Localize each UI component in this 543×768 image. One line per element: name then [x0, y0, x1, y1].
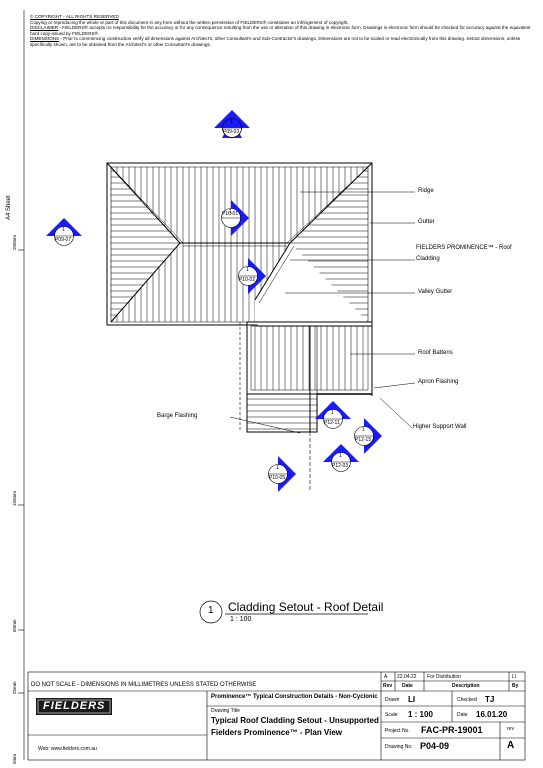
section-mark-ref: P10-01 [222, 211, 239, 217]
section-mark-num: 1 [246, 267, 249, 273]
section-marks [46, 110, 382, 492]
section-mark-num: 1 [331, 410, 334, 416]
drawing-number: 1 [208, 605, 214, 616]
rev-row-by: LI [512, 674, 517, 680]
roof-outline [106, 162, 373, 327]
disclaimer-note: DISCLAIMER - FIELDERS® accepts no respon… [30, 25, 535, 36]
dimensions-label: DIMENSIONS [30, 36, 60, 42]
dimensions-text: - Prior to commencing construction verif… [30, 36, 521, 47]
section-mark-p09-03 [214, 110, 250, 138]
dimensions-note: DIMENSIONS - Prior to commencing constru… [30, 36, 535, 47]
scale-value: 1 : 100 [408, 710, 433, 719]
label-apron-flashing: Apron Flashing [418, 379, 459, 385]
drawing-scale: 1 : 100 [230, 616, 252, 623]
do-not-scale-note: DO NOT SCALE - DIMENSIONS IN MILLIMETRES… [31, 682, 257, 688]
general-notes: © COPYRIGHT - ALL RIGHTS RESERVED Copyin… [30, 14, 535, 48]
drawing-title-label: Drawing Title [211, 708, 240, 714]
drawn-value: LI [408, 695, 416, 704]
section-mark-ref: P09-07 [55, 237, 72, 243]
section-mark-ref: P10-05 [269, 475, 286, 481]
rev-label: rev [507, 726, 514, 732]
section-mark-num: 1 [229, 209, 232, 215]
label-ridge: Ridge [418, 188, 434, 194]
section-mark-ref: P12-15 [355, 437, 372, 443]
title-block-frame [27, 671, 526, 761]
drawing-title: Cladding Setout - Roof Detail [228, 600, 384, 614]
section-mark-p12-11 [315, 401, 351, 429]
rev-value: A [507, 740, 515, 751]
drawing-no-label: Drawing No. [385, 744, 413, 750]
section-mark-ref: P12-11 [324, 420, 340, 426]
website: Web: www.fielders.com.au [38, 746, 97, 752]
copyright-note: Copying or reproducing the whole or part… [30, 19, 349, 25]
section-mark-ref: P10-02 [239, 277, 256, 283]
roof-extension [239, 321, 373, 490]
date-label: Date [457, 712, 468, 718]
label-cladding-2: Cladding [416, 256, 440, 262]
ruler-lines [18, 10, 25, 760]
date-value: 16.01.20 [476, 710, 508, 719]
rev-row-description: For Distribution [427, 674, 461, 680]
drawing-title-line-1: Typical Roof Cladding Setout - Unsupport… [211, 716, 379, 725]
scale-label: Scale [385, 712, 398, 718]
fielders-logo [36, 698, 112, 715]
disclaimer-label: DISCLAIMER [30, 25, 59, 31]
leader-lines [229, 191, 416, 434]
rev-header-by: By [512, 683, 519, 689]
checked-label: Checked [457, 697, 477, 703]
section-mark-num: 1 [230, 119, 233, 125]
section-mark-p10-05 [268, 456, 296, 492]
section-mark-ref: P09-03 [223, 129, 240, 135]
section-mark-num: 1 [362, 427, 365, 433]
rev-header-rev: Rev [383, 683, 393, 689]
checked-value: TJ [485, 695, 495, 704]
copyright-heading: © COPYRIGHT - ALL RIGHTS RESERVED [30, 14, 119, 19]
series-title: Prominence™ Typical Construction Details… [211, 694, 378, 700]
project-value: FAC-PR-19001 [421, 725, 483, 735]
label-cladding-1: FIELDERS PROMINENCE™ - Roof [416, 245, 512, 251]
label-barge-flashing: Barge Flashing [157, 413, 198, 419]
section-mark-p12-03 [323, 444, 359, 472]
section-mark-num: 1 [62, 227, 65, 233]
rev-row-date: 22.04.22 [397, 674, 417, 680]
drawn-label: Drawn [385, 697, 400, 703]
disclaimer-text: - FIELDERS® accepts no responsibility fo… [30, 25, 531, 36]
section-mark-p09-07 [46, 218, 82, 246]
project-label: Project No. [385, 728, 410, 734]
drawing-title-line-2: Fielders Prominence™ - Plan View [211, 728, 343, 737]
section-mark-p10-02 [238, 258, 266, 294]
section-mark-num: 1 [339, 453, 342, 459]
label-higher-support-wall: Higher Support Wall [413, 424, 467, 430]
drawing-title-symbol [199, 600, 368, 624]
rev-header-description: Description [452, 683, 480, 689]
section-mark-num: 1 [276, 465, 279, 471]
section-mark-p10-01 [221, 200, 249, 236]
rev-row-rev: A [384, 674, 388, 680]
rev-header-date: Date [402, 683, 413, 689]
section-mark-ref: P12-03 [332, 463, 349, 469]
section-mark-p12-15 [354, 418, 382, 454]
label-roof-battens: Roof Battens [418, 350, 453, 356]
drawing-no-value: P04-09 [420, 741, 450, 751]
label-valley-gutter: Valley Gutter [418, 289, 453, 295]
label-gutter: Gutter [418, 219, 435, 225]
logo-text: FIELDERS [43, 700, 106, 712]
